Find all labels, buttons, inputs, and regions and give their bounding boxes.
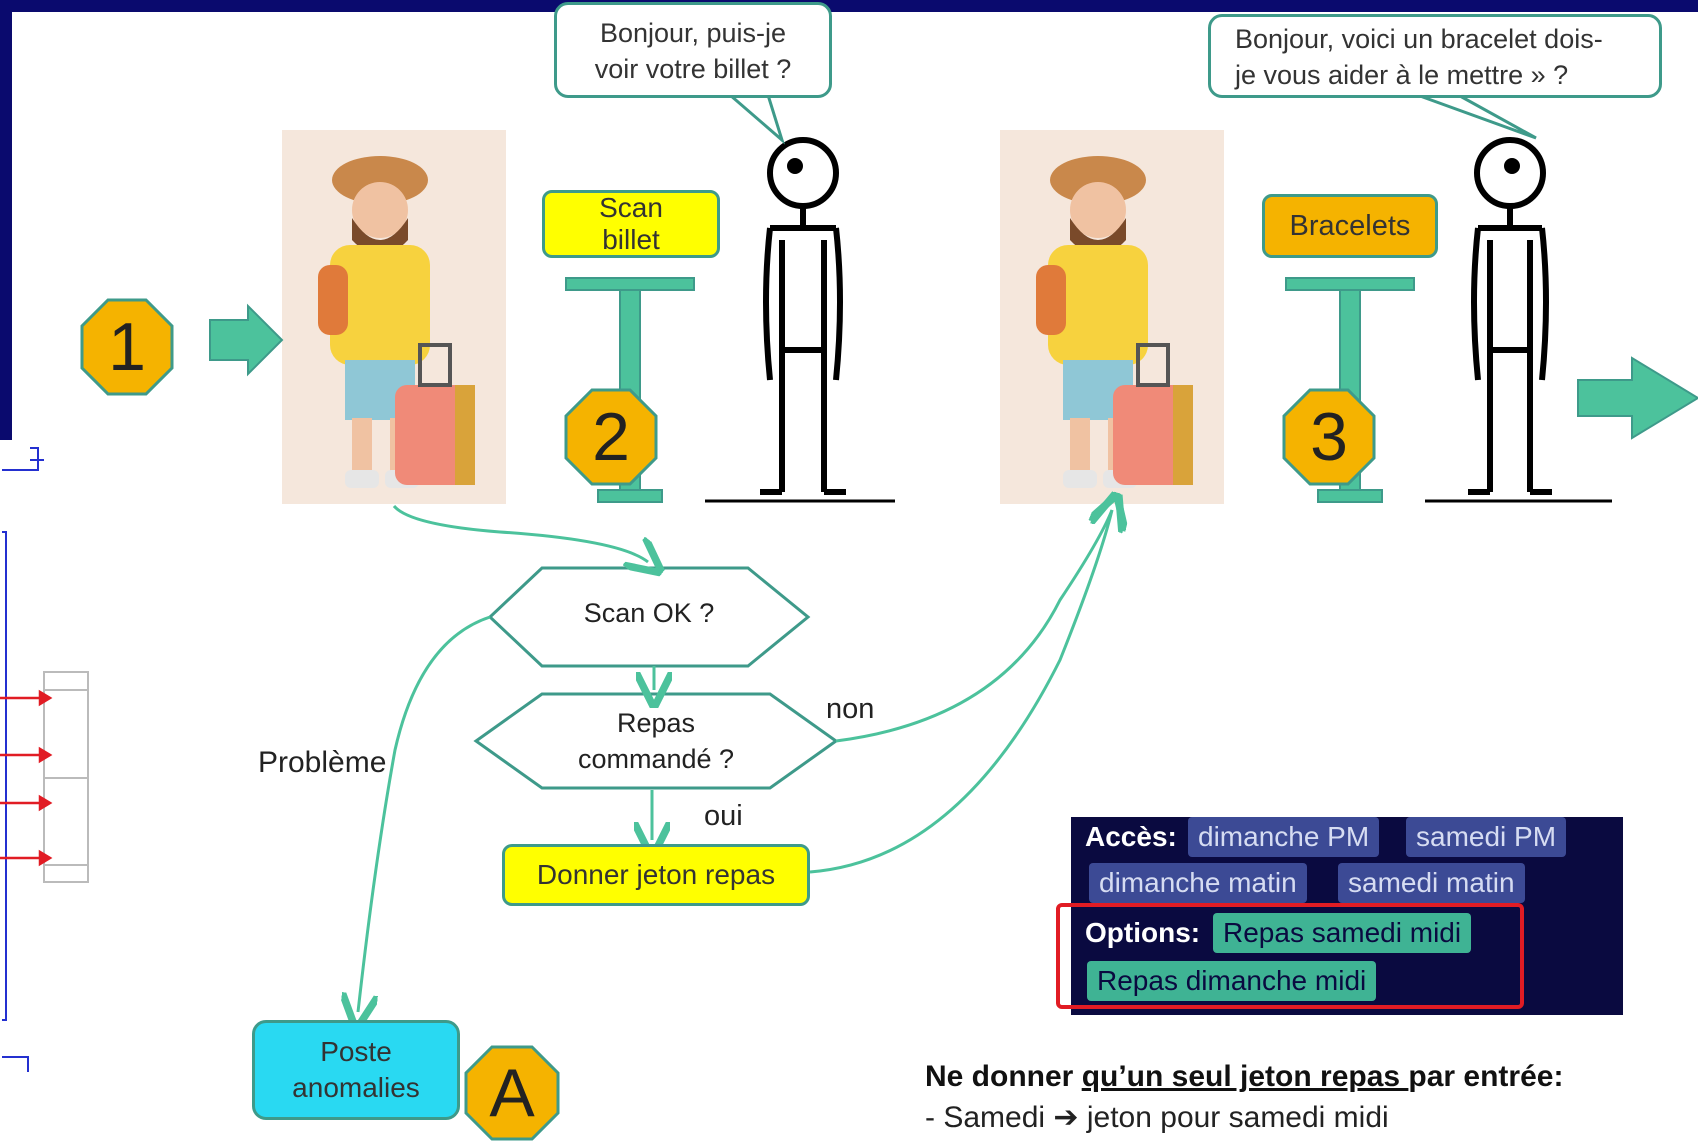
schematic-fragment	[0, 447, 89, 1072]
scan-ticket-line1: Scan	[599, 192, 663, 223]
step-badge-3: 3	[1310, 399, 1348, 475]
exit-arrow-icon	[1577, 356, 1698, 440]
option-tag-repas-dimanche: Repas dimanche midi	[1087, 961, 1377, 1001]
anomaly-station-line1: Poste	[320, 1036, 392, 1067]
bubble-bracelet-line2: je vous aider à le mettre » ?	[1235, 60, 1569, 90]
anomaly-station-box: Poste anomalies	[252, 1020, 460, 1120]
options-highlight-frame	[1056, 903, 1524, 1009]
right-arrow-icon: ➔	[1053, 1101, 1079, 1134]
access-tag-samedi-pm: samedi PM	[1406, 817, 1567, 857]
scan-ticket-label: Scan billet	[542, 190, 720, 258]
step-badge-1: 1	[108, 309, 146, 385]
speech-bubble-ticket: Bonjour, puis-je voir votre billet ?	[554, 2, 832, 98]
bracelets-label: Bracelets	[1262, 194, 1438, 258]
traveller-illustration-2	[1000, 130, 1224, 504]
branch-label-non: non	[826, 693, 875, 725]
rule-line-start: - Samedi	[925, 1101, 1054, 1134]
rule-line-end: jeton pour samedi midi	[1078, 1101, 1389, 1134]
access-label: Accès:	[1085, 821, 1177, 852]
entry-arrow-icon	[209, 303, 284, 377]
traveller-illustration-1	[282, 130, 506, 504]
rule-title-start: Ne donner	[925, 1060, 1082, 1093]
bubble-ticket-line2: voir votre billet ?	[594, 54, 792, 84]
staff-stick-figure-1	[705, 137, 895, 503]
step-badge-2-shape	[564, 388, 658, 486]
give-meal-token-box: Donner jeton repas	[502, 844, 810, 906]
decision-repas: Repas commandé ?	[476, 705, 836, 777]
decision-scan-ok: Scan OK ?	[583, 598, 715, 628]
decision-repas-shape	[473, 692, 839, 790]
meal-token-rule-saturday: - Samedi ➔ jeton pour samedi midi	[925, 1100, 1389, 1135]
branch-label-oui: oui	[704, 800, 743, 832]
step-badge-a: A	[489, 1055, 535, 1131]
step-badge-a-shape	[464, 1045, 560, 1141]
step-badge-1-shape	[80, 298, 174, 396]
access-tag-dimanche-matin: dimanche matin	[1089, 863, 1307, 903]
left-frame-strip	[0, 0, 12, 440]
staff-stick-figure-2	[1425, 137, 1612, 503]
option-tag-repas-samedi: Repas samedi midi	[1213, 913, 1472, 953]
ticket-access-panel: Accès: dimanche PM samedi PM dimanche ma…	[1071, 817, 1623, 1015]
step-badge-2: 2	[592, 399, 630, 475]
access-tag-dimanche-pm: dimanche PM	[1188, 817, 1380, 857]
access-tag-samedi-matin: samedi matin	[1338, 863, 1525, 903]
rule-title-end: par entrée:	[1408, 1060, 1564, 1093]
top-frame-strip	[0, 0, 1698, 12]
decision-repas-line1: Repas	[616, 708, 696, 738]
speech-bubble-bracelet: Bonjour, voici un bracelet dois- je vous…	[1208, 14, 1662, 98]
step-badge-3-shape	[1282, 388, 1376, 486]
decision-repas-line2: commandé ?	[577, 744, 735, 774]
scan-ticket-line2: billet	[602, 224, 660, 255]
meal-token-rule-title: Ne donner qu’un seul jeton repas par ent…	[925, 1060, 1563, 1094]
rule-title-underlined: qu’un seul jeton repas	[1081, 1060, 1409, 1093]
anomaly-station-line2: anomalies	[292, 1072, 420, 1103]
bubble-ticket-line1: Bonjour, puis-je	[599, 18, 787, 48]
branch-label-probleme: Problème	[258, 746, 387, 779]
options-label: Options:	[1085, 917, 1201, 948]
bubble-bracelet-line1: Bonjour, voici un bracelet dois-	[1235, 24, 1603, 54]
